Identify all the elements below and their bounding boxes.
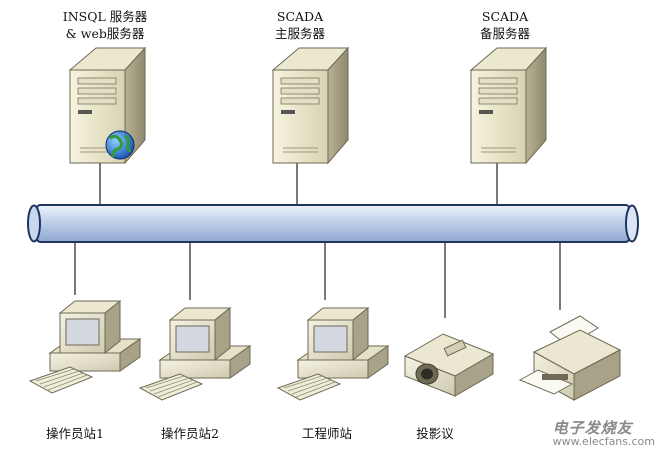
workstation-icon <box>277 307 389 401</box>
server-label-line2: & web服务器 <box>65 26 145 41</box>
watermark-line1: 电子发烧友 <box>552 419 633 437</box>
server-label-line2: 主服务器 <box>274 26 325 41</box>
server-tower-icon <box>272 47 349 164</box>
client-label-operator-2: 操作员站2 <box>161 426 219 441</box>
globe-icon <box>105 130 135 160</box>
server-label-line1: INSQL 服务器 <box>62 9 148 24</box>
server-label-line2: 备服务器 <box>479 26 530 41</box>
client-label-operator-1: 操作员站1 <box>46 426 104 441</box>
client-label-projector: 投影议 <box>416 426 454 441</box>
server-globe-icon <box>69 47 146 164</box>
watermark: 电子发烧友 www.elecfans.com <box>523 421 655 449</box>
workstation-icon <box>29 300 141 394</box>
client-label-engineer: 工程师站 <box>301 426 352 441</box>
server-label-scada-main: SCADA 主服务器 <box>250 8 350 42</box>
projector-icon <box>403 333 495 397</box>
server-label-line1: SCADA <box>481 9 529 24</box>
printer-icon <box>518 315 622 401</box>
server-label-line1: SCADA <box>276 9 324 24</box>
server-label-insql: INSQL 服务器 & web服务器 <box>40 8 170 42</box>
workstation-icon <box>139 307 251 401</box>
watermark-line2: www.elecfans.com <box>552 435 655 448</box>
server-label-scada-backup: SCADA 备服务器 <box>455 8 555 42</box>
server-tower-icon <box>470 47 547 164</box>
network-bus <box>27 204 639 243</box>
